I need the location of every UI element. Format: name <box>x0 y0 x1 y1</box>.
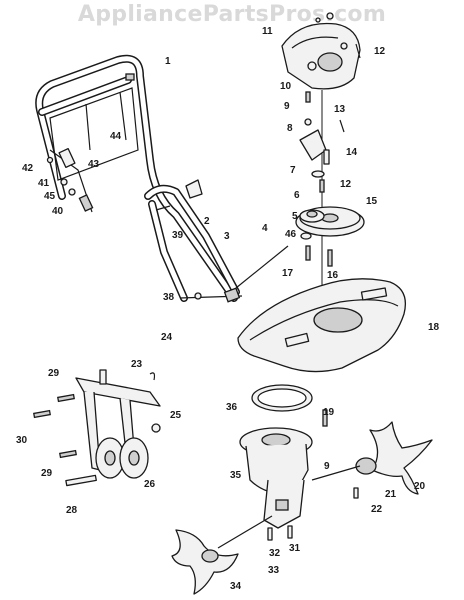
pin-22 <box>353 487 359 499</box>
callout-44: 44 <box>110 131 122 142</box>
callout-19: 19 <box>323 407 335 418</box>
callout-4: 4 <box>262 223 268 234</box>
callout-22: 22 <box>371 504 383 515</box>
shift-rod <box>235 245 289 289</box>
callout-39: 39 <box>172 230 184 241</box>
nut-38 <box>194 292 202 300</box>
callout-21: 21 <box>385 489 397 500</box>
nut-25 <box>151 423 161 433</box>
callout-8: 8 <box>287 123 293 134</box>
callout-36: 36 <box>226 402 238 413</box>
callout-6: 6 <box>294 190 300 201</box>
callout-15: 15 <box>366 196 378 207</box>
callout-9: 9 <box>324 461 330 472</box>
callout-28: 28 <box>66 505 78 516</box>
pulley-assembly <box>295 206 365 267</box>
bolt-30 <box>33 409 51 419</box>
callout-32: 32 <box>269 548 281 559</box>
callout-46: 46 <box>285 229 297 240</box>
bolt-29-top <box>57 393 75 403</box>
callout-41: 41 <box>38 178 50 189</box>
callout-11: 11 <box>262 26 273 37</box>
handle-assembly <box>35 54 238 302</box>
bolt-29-bottom <box>59 449 77 459</box>
bolt-19 <box>322 409 328 427</box>
callout-40: 40 <box>52 206 64 217</box>
callout-9: 9 <box>284 101 290 112</box>
pin-32 <box>267 527 273 541</box>
callout-29: 29 <box>48 368 60 379</box>
callout-labels: 1234567891011121213141516171819202122232… <box>16 26 440 592</box>
bolt-39 <box>155 205 171 211</box>
engine-cover <box>281 12 361 90</box>
screw-12-top <box>355 43 361 59</box>
tine-shield <box>237 278 407 373</box>
callout-42: 42 <box>22 163 34 174</box>
callout-25: 25 <box>170 410 182 421</box>
pulley-bracket <box>299 91 345 193</box>
callout-30: 30 <box>16 435 28 446</box>
callout-38: 38 <box>163 292 175 303</box>
right-tines <box>311 421 433 495</box>
callout-1: 1 <box>165 56 171 67</box>
callout-18: 18 <box>428 322 440 333</box>
handle-knob <box>185 179 203 199</box>
callout-26: 26 <box>144 479 156 490</box>
transmission <box>239 427 313 529</box>
callout-45: 45 <box>44 191 56 202</box>
callout-33: 33 <box>268 565 280 576</box>
callout-5: 5 <box>292 211 298 222</box>
callout-34: 34 <box>230 581 242 592</box>
callout-12: 12 <box>340 179 352 190</box>
lower-handle-bracket <box>144 184 243 303</box>
callout-29: 29 <box>41 468 53 479</box>
callout-7: 7 <box>290 165 296 176</box>
callout-31: 31 <box>289 543 301 554</box>
callout-13: 13 <box>334 104 346 115</box>
callout-24: 24 <box>161 332 173 343</box>
axle-28 <box>65 474 97 487</box>
callout-2: 2 <box>204 216 210 227</box>
callout-35: 35 <box>230 470 242 481</box>
callout-16: 16 <box>327 270 339 281</box>
callout-23: 23 <box>131 359 143 370</box>
callout-14: 14 <box>346 147 358 158</box>
callout-20: 20 <box>414 481 426 492</box>
watermark-text: AppliancePartsPros.com <box>77 2 387 27</box>
left-tines <box>171 515 273 595</box>
callout-43: 43 <box>88 159 100 170</box>
callout-12: 12 <box>374 46 386 57</box>
pin-31 <box>287 525 293 539</box>
callout-10: 10 <box>280 81 292 92</box>
callout-17: 17 <box>282 268 294 279</box>
callout-3: 3 <box>224 231 230 242</box>
throttle-control <box>46 147 94 213</box>
wheel-assembly <box>75 369 161 479</box>
